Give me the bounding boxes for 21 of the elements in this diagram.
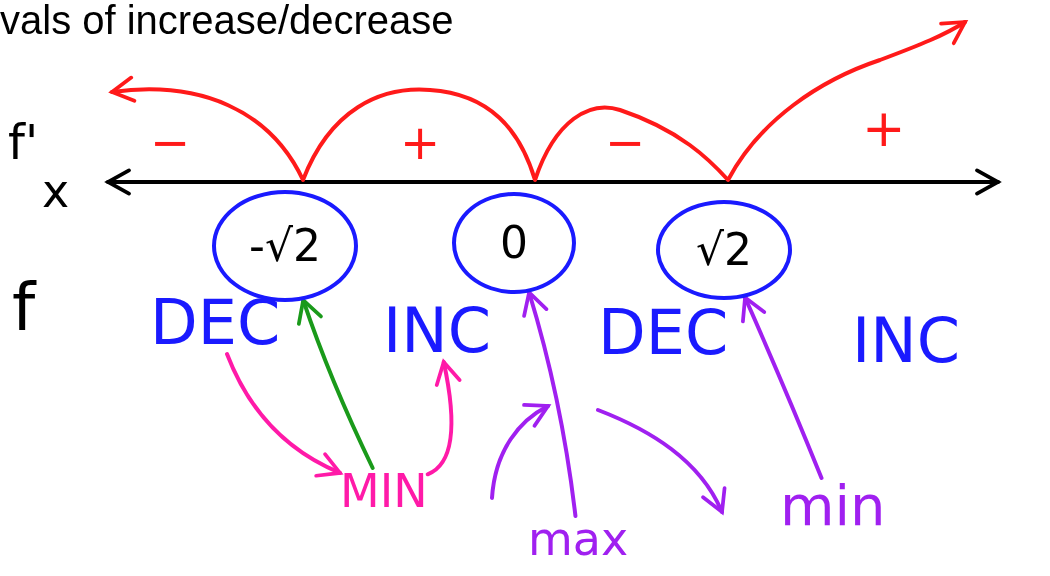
sign-label: + xyxy=(862,102,906,154)
function-label: f xyxy=(12,275,36,341)
arrow xyxy=(297,298,375,470)
extremum-label: max xyxy=(528,516,629,562)
axis-label: x xyxy=(42,168,70,214)
interval-label: DEC xyxy=(598,302,729,364)
circled-value: √2 xyxy=(656,200,792,300)
circled-value: 0 xyxy=(452,192,576,294)
arrow xyxy=(741,295,824,480)
extremum-label: min xyxy=(780,478,886,534)
arrow xyxy=(522,290,578,518)
function-label: f' xyxy=(8,118,39,166)
sign-label: − xyxy=(150,118,191,166)
arrow xyxy=(225,352,342,477)
title: vals of increase/decrease xyxy=(0,0,454,40)
sign-label: − xyxy=(605,118,646,166)
interval-label: INC xyxy=(852,310,960,372)
extremum-label: MIN xyxy=(340,468,428,514)
sign-label: + xyxy=(400,118,441,166)
interval-label: INC xyxy=(383,300,491,362)
arrow xyxy=(425,360,462,477)
